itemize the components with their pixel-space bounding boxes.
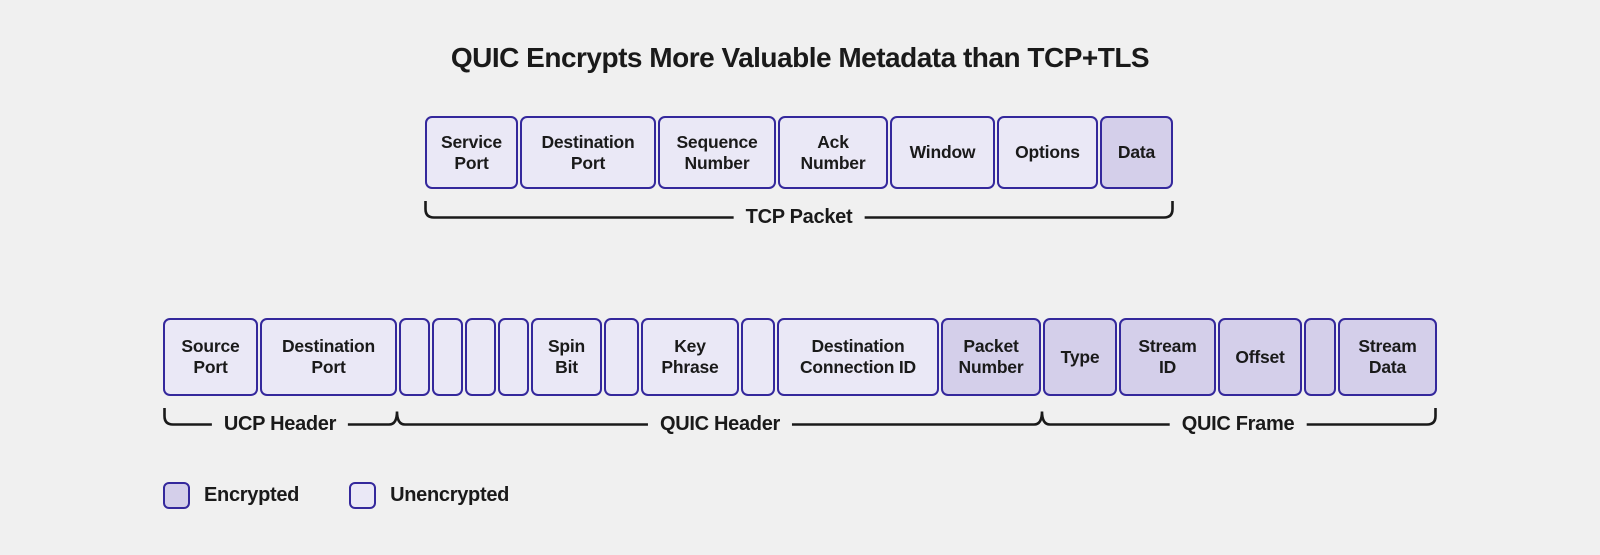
unencrypted-label: Unencrypted bbox=[390, 484, 510, 506]
field-empty bbox=[1304, 318, 1336, 396]
field-empty bbox=[432, 318, 463, 396]
field-empty bbox=[465, 318, 496, 396]
quic-frame-label: QUIC Frame bbox=[1169, 413, 1307, 436]
ucp-header-label: UCP Header bbox=[211, 413, 349, 436]
field-empty bbox=[604, 318, 639, 396]
field-type: Type bbox=[1043, 318, 1117, 396]
field-service-port: Service Port bbox=[425, 116, 518, 189]
field-destination-connection-id: Destination Connection ID bbox=[777, 318, 939, 396]
field-stream-id: Stream ID bbox=[1119, 318, 1216, 396]
field-empty bbox=[498, 318, 529, 396]
field-empty bbox=[399, 318, 430, 396]
field-window: Window bbox=[890, 116, 995, 189]
field-destination-port: Destination Port bbox=[520, 116, 656, 189]
field-destination-port: Destination Port bbox=[260, 318, 397, 396]
field-empty bbox=[741, 318, 775, 396]
diagram-title: QUIC Encrypts More Valuable Metadata tha… bbox=[450, 42, 1150, 73]
field-options: Options bbox=[997, 116, 1098, 189]
field-packet-number: Packet Number bbox=[941, 318, 1041, 396]
encrypted-swatch bbox=[163, 482, 190, 509]
field-spin-bit: Spin Bit bbox=[531, 318, 602, 396]
quic-header-label: QUIC Header bbox=[647, 413, 793, 436]
field-source-port: Source Port bbox=[163, 318, 258, 396]
encrypted-label: Encrypted bbox=[204, 484, 300, 506]
field-key-phrase: Key Phrase bbox=[641, 318, 739, 396]
unencrypted-swatch bbox=[349, 482, 377, 509]
field-sequence-number: Sequence Number bbox=[658, 116, 776, 189]
field-ack-number: Ack Number bbox=[778, 116, 888, 189]
legend: Encrypted Unencrypted bbox=[163, 482, 545, 509]
field-stream-data: Stream Data bbox=[1338, 318, 1437, 396]
field-data: Data bbox=[1100, 116, 1173, 189]
field-offset: Offset bbox=[1218, 318, 1302, 396]
tcp-packet-label: TCP Packet bbox=[733, 206, 865, 229]
